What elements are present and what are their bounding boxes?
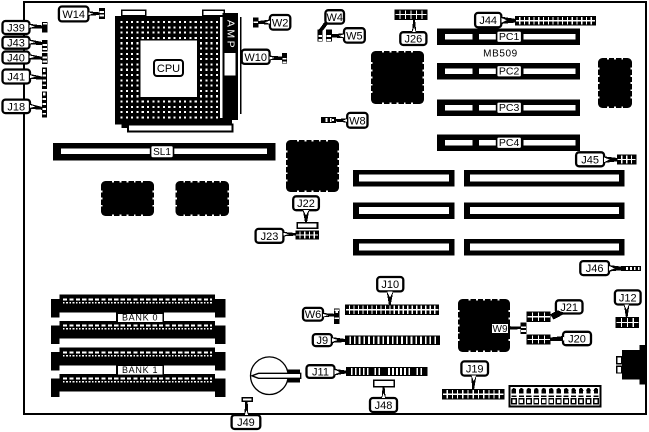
svg-text:W6: W6 <box>305 309 322 321</box>
svg-text:J11: J11 <box>312 367 329 379</box>
svg-text:PC3: PC3 <box>499 102 520 114</box>
svg-text:J46: J46 <box>586 263 604 275</box>
svg-text:J48: J48 <box>375 400 393 412</box>
svg-text:J10: J10 <box>381 279 399 291</box>
svg-text:J40: J40 <box>7 52 25 64</box>
svg-text:J41: J41 <box>7 71 25 83</box>
svg-text:W9: W9 <box>493 324 508 335</box>
svg-text:J21: J21 <box>560 302 578 314</box>
svg-text:MB509: MB509 <box>483 49 518 60</box>
svg-text:W14: W14 <box>62 9 85 21</box>
svg-text:J39: J39 <box>7 22 25 34</box>
svg-text:J49: J49 <box>237 417 255 429</box>
svg-text:PC2: PC2 <box>499 66 520 78</box>
svg-text:PC1: PC1 <box>499 31 520 43</box>
svg-text:AMP: AMP <box>225 20 237 50</box>
svg-text:J22: J22 <box>297 198 315 210</box>
svg-text:W2: W2 <box>272 17 289 29</box>
svg-text:J20: J20 <box>568 333 586 345</box>
svg-text:J43: J43 <box>7 38 25 50</box>
svg-text:SL1: SL1 <box>153 147 171 158</box>
svg-text:PC4: PC4 <box>499 137 520 149</box>
svg-text:J9: J9 <box>317 335 329 347</box>
svg-text:J19: J19 <box>466 363 484 375</box>
svg-text:J12: J12 <box>619 292 637 304</box>
svg-text:CPU: CPU <box>157 63 180 75</box>
svg-text:J45: J45 <box>581 154 599 166</box>
svg-text:J23: J23 <box>261 231 279 243</box>
svg-text:W10: W10 <box>244 52 267 64</box>
svg-text:J18: J18 <box>7 101 25 113</box>
svg-text:BANK 0: BANK 0 <box>122 313 158 323</box>
svg-text:BANK 1: BANK 1 <box>122 365 158 375</box>
svg-text:W5: W5 <box>346 30 363 42</box>
svg-text:J26: J26 <box>404 34 422 46</box>
svg-text:J44: J44 <box>479 15 497 27</box>
svg-text:W4: W4 <box>326 12 343 24</box>
svg-text:W8: W8 <box>349 115 366 127</box>
